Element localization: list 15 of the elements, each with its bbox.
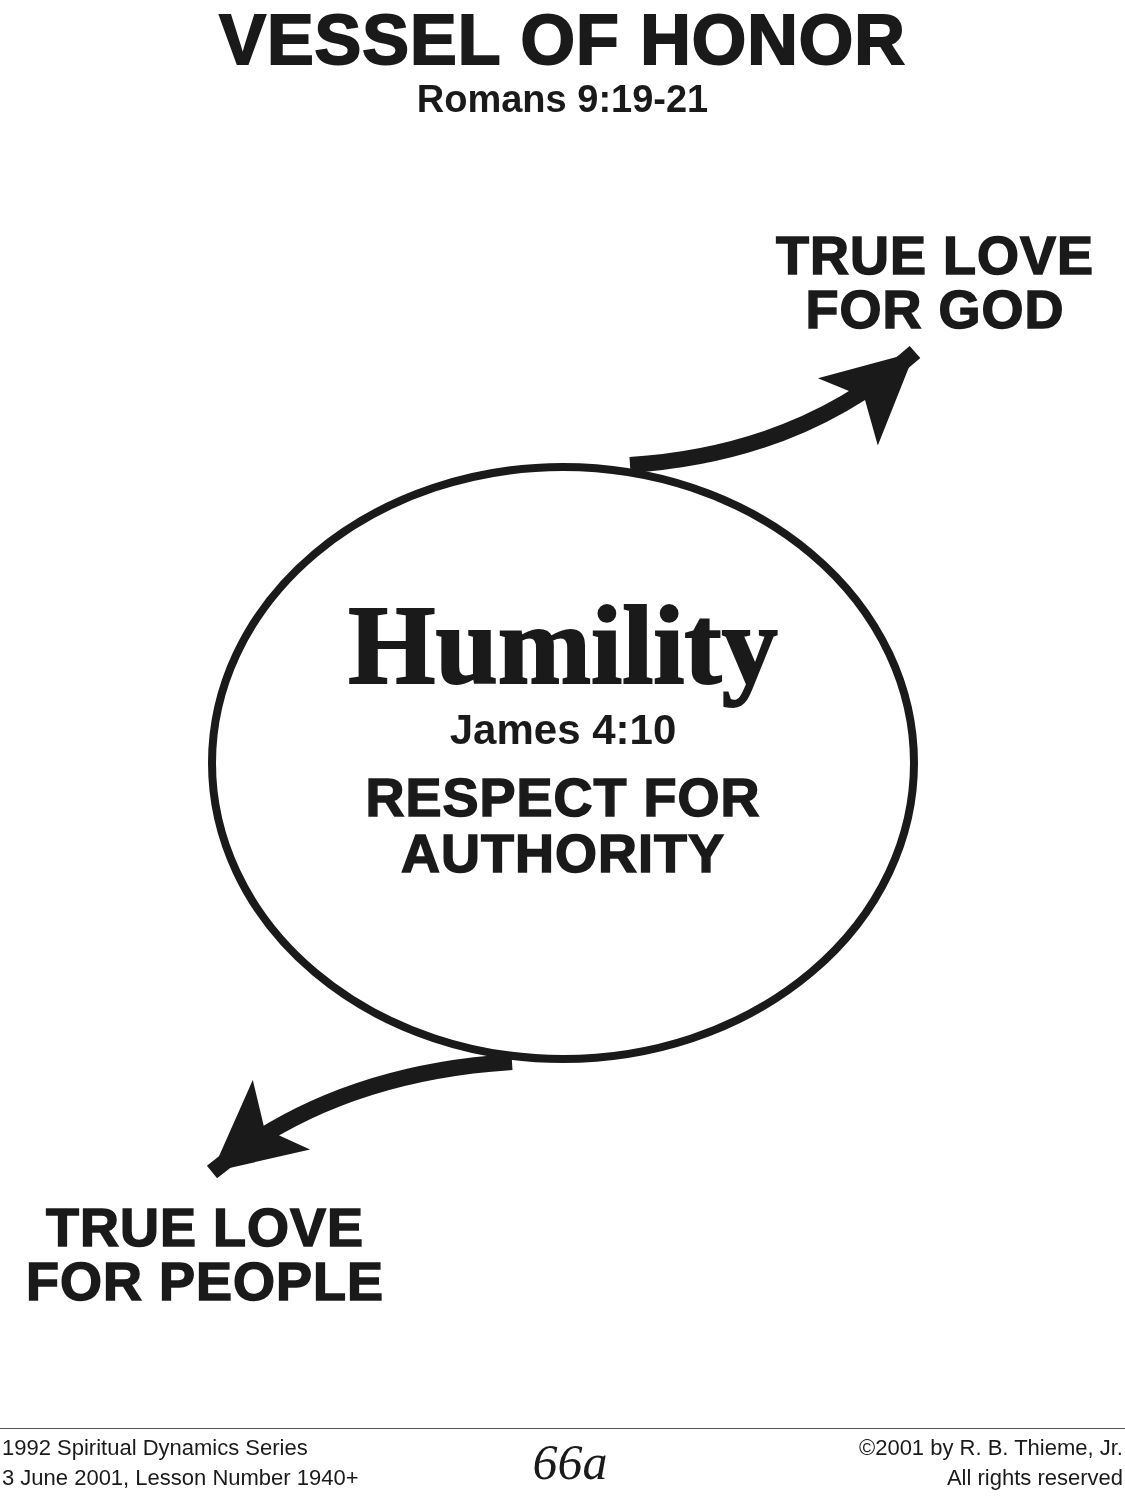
target-label: TRUE LOVE FOR GOD: [745, 228, 1125, 336]
curved-arrow: [629, 345, 921, 473]
curved-arrow: [207, 1054, 513, 1179]
ellipse-node: [207, 462, 919, 1064]
footer-text: 1992 Spiritual Dynamics Series: [2, 1434, 308, 1462]
node-text: RESPECT FOR AUTHORITY: [364, 769, 762, 881]
subtitle: Romans 9:19-21: [415, 77, 710, 122]
target-label: TRUE LOVE FOR PEOPLE: [0, 1200, 410, 1308]
page-number: 66a: [531, 1433, 609, 1492]
scripture-reference: James 4:10: [449, 706, 677, 755]
footer-text: All rights reserved: [946, 1464, 1123, 1492]
heading: Humility: [348, 585, 778, 705]
footer-text: 3 June 2001, Lesson Number 1940+: [2, 1464, 359, 1492]
title: VESSEL OF HONOR: [218, 2, 907, 78]
copyright-text: ©2001 by R. B. Thieme, Jr.: [858, 1434, 1123, 1462]
